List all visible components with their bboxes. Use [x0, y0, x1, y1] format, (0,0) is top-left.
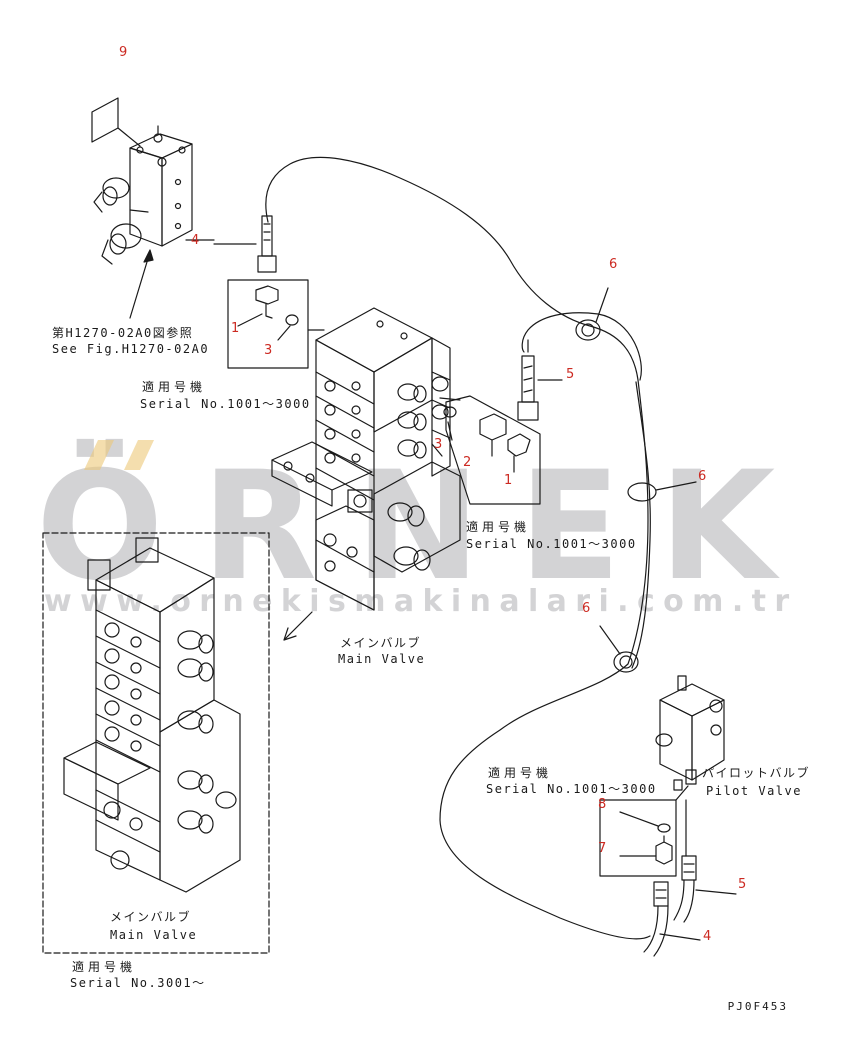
callout-1-mid: 1	[504, 473, 513, 488]
pilot-hose-inner	[521, 312, 642, 381]
main-valve-arrow	[283, 611, 313, 641]
elbow-fitting-1a	[255, 285, 279, 319]
serial-heading-1: 適用号機	[142, 380, 207, 394]
callout-3-top: 3	[264, 343, 273, 358]
callout-6-mid: 6	[698, 469, 707, 484]
main-valve-stack	[271, 307, 461, 611]
detail-box-top	[227, 279, 309, 369]
serial-heading-4: 適用号機	[72, 960, 137, 974]
serial-heading-3: 適用号機	[488, 766, 553, 780]
decal-part	[91, 97, 141, 147]
callout-9: 9	[119, 45, 128, 60]
serial-range-4: Serial No.3001～	[70, 976, 206, 990]
inset-main-valve-label-jp: メインバルブ	[110, 910, 192, 924]
hose-clamp-6c	[599, 625, 639, 673]
ref-arrowhead	[143, 249, 154, 263]
callout-5-top: 5	[566, 367, 575, 382]
pilot-valve-label-jp: パイロットバルブ	[702, 766, 811, 780]
pilot-valve-label-en: Pilot Valve	[706, 784, 802, 798]
watermark-accent-left	[84, 440, 114, 470]
pilot-valve	[655, 675, 725, 791]
callout-2-mid: 2	[463, 455, 472, 470]
serial-heading-2: 適用号機	[466, 520, 531, 534]
elbow-fitting-1b	[507, 433, 531, 473]
callout-6-low: 6	[582, 601, 591, 616]
hose-fitting-4b	[653, 881, 669, 907]
callout-4-low: 4	[703, 929, 712, 944]
solenoid-valve-block	[93, 125, 193, 265]
callout-5-low: 5	[738, 877, 747, 892]
hose-clamp-6b	[627, 481, 697, 502]
hose-fitting-5b	[681, 855, 697, 881]
straight-fitting-7	[619, 835, 673, 865]
hose-clamp-6a	[575, 287, 609, 341]
ref-label-jp: 第H1270-02A0図参照	[52, 326, 194, 340]
serial-range-3: Serial No.1001～3000	[486, 782, 657, 796]
callout-7: 7	[598, 841, 607, 856]
o-ring-3a	[285, 314, 299, 326]
callout-3-mid: 3	[434, 437, 443, 452]
watermark-accent-right	[124, 440, 154, 470]
ref-arrow	[129, 251, 151, 319]
serial-range-1: Serial No.1001～3000	[140, 397, 311, 411]
hose-4	[643, 905, 659, 953]
ref-label-en: See Fig.H1270-02A0	[52, 342, 210, 356]
detail-box-pilot	[599, 799, 677, 877]
callout-4-top: 4	[191, 233, 200, 248]
callout-6-top: 6	[609, 257, 618, 272]
callout-1-top: 1	[231, 321, 240, 336]
serial-range-2: Serial No.1001～3000	[466, 537, 637, 551]
hose-fitting-5a	[517, 339, 539, 421]
pilot-hose-top	[265, 156, 651, 940]
inset-main-valve-label-en: Main Valve	[110, 928, 198, 942]
main-valve-label-en: Main Valve	[338, 652, 426, 666]
o-ring-8	[657, 823, 671, 833]
callout-8: 8	[598, 797, 607, 812]
adapter-2	[479, 413, 507, 457]
watermark-url: www.ornekismakinalari.com.tr	[44, 584, 798, 619]
main-valve-label-jp: メインバルブ	[340, 636, 422, 650]
drawing-code: PJ0F453	[727, 1000, 788, 1013]
inset-frame	[42, 532, 270, 954]
hose-fitting-top	[257, 215, 277, 273]
inset-main-valve	[63, 537, 241, 893]
detail-box-mid	[445, 395, 541, 505]
hose-5	[673, 879, 685, 921]
